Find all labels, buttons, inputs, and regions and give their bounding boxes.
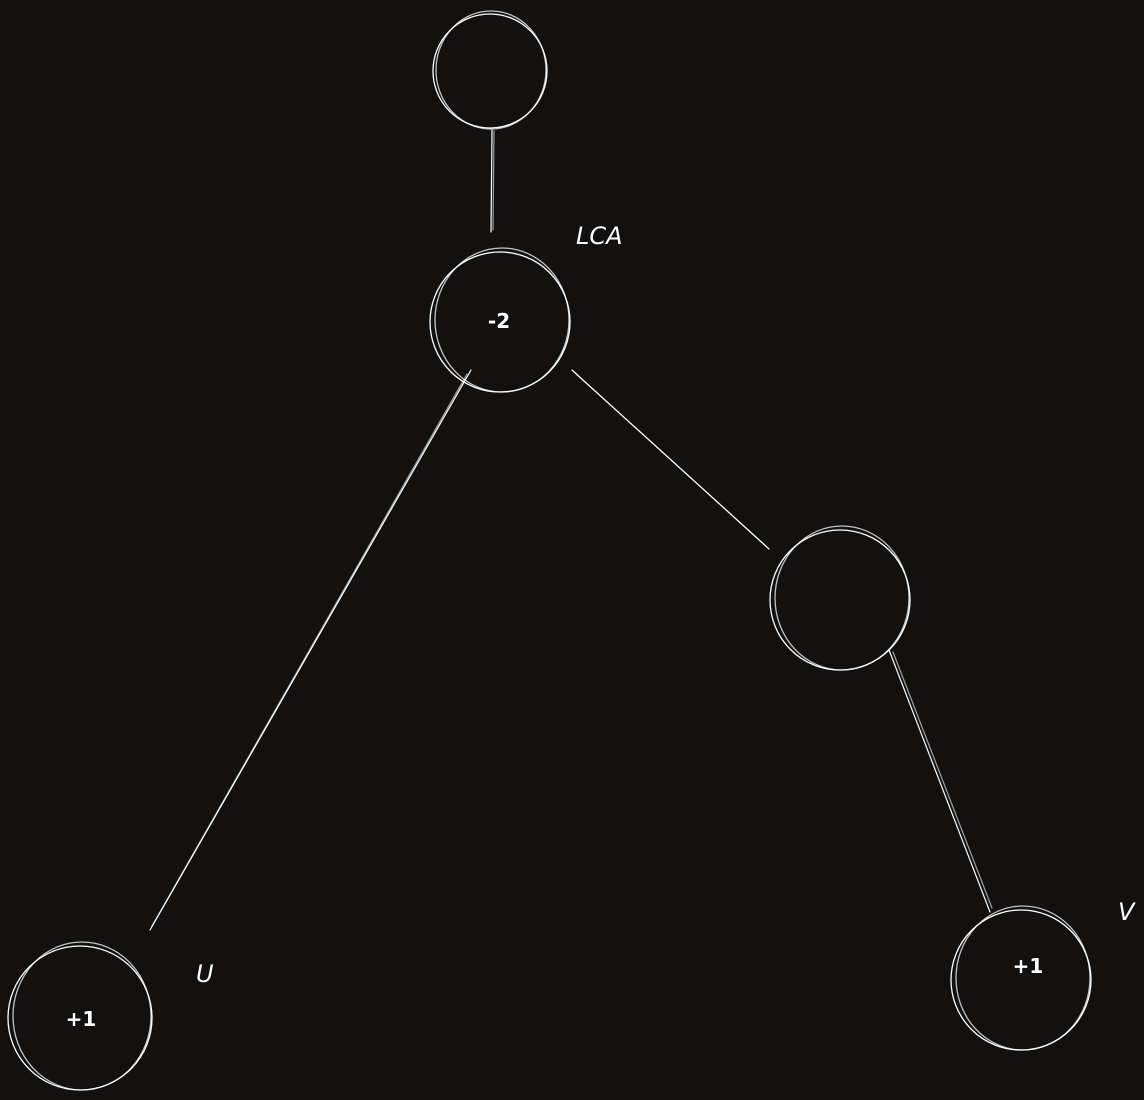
node-value-u: +1 — [66, 1007, 97, 1031]
node-label-u: U — [196, 960, 214, 988]
edge-lca-to-u — [149, 369, 472, 931]
node-value-lca: -2 — [488, 309, 510, 333]
tree-node-right-mid — [769, 525, 911, 671]
tree-node-u: +1 U — [7, 941, 214, 1091]
edge-lca-to-right-mid — [571, 369, 770, 550]
tree-node-top — [432, 10, 548, 130]
edge-right-mid-to-v — [888, 649, 993, 913]
tree-edges — [149, 129, 993, 931]
edge-top-to-lca — [490, 129, 495, 233]
node-label-v: V — [1118, 898, 1136, 926]
node-label-lca: LCA — [576, 222, 623, 250]
tree-node-lca: -2 LCA — [429, 222, 623, 393]
node-value-v: +1 — [1013, 954, 1044, 978]
tree-node-v: +1 V — [950, 898, 1136, 1051]
